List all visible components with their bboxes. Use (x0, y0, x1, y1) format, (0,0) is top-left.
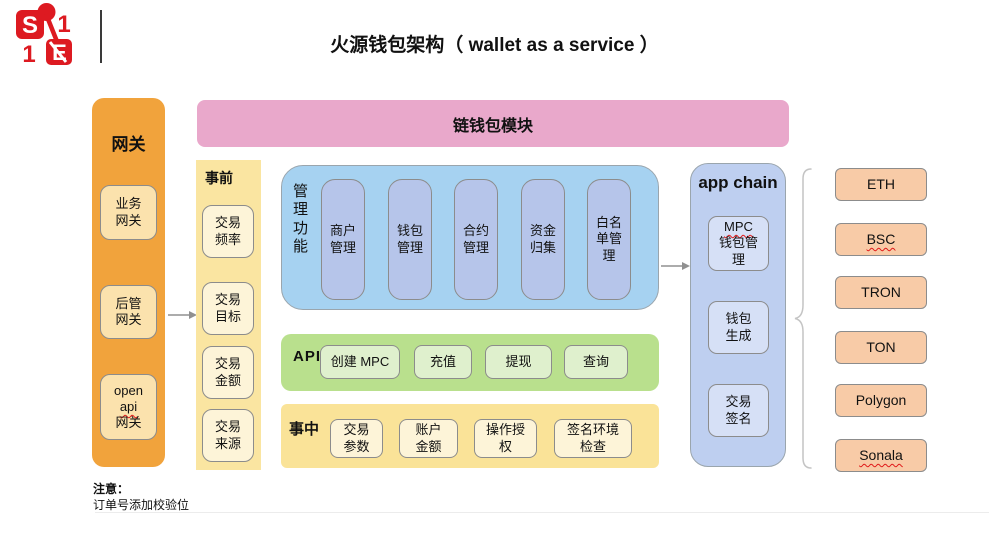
gateway-box-openapi: open api 网关 (100, 374, 157, 440)
management-section: 管 理 功 能 商户 管理 钱包 管理 合约 管理 资金 归集 白名 单管 理 (281, 165, 659, 310)
app-chain-box-mpc-wallet-mgmt: MPC 钱包管 理 (708, 216, 769, 271)
note-heading: 注意： (93, 482, 130, 496)
pre-check-column: 事前 交易 频率 交易 目标 交易 金额 交易 来源 (196, 160, 261, 470)
chain-label: Sonala (859, 446, 903, 463)
app-chain-column: app chain MPC 钱包管 理 钱包 生成 交易 签名 (690, 163, 786, 467)
openapi-word-open: open (114, 382, 143, 398)
openapi-word-api: api (119, 398, 138, 414)
app-chain-title: app chain (698, 173, 778, 192)
note: 注意： 订单号添加校验位 (93, 482, 189, 513)
chain-box-polygon: Polygon (835, 384, 927, 417)
in-process-box-operation-auth: 操作授 权 (474, 419, 537, 458)
chain-wallet-module-bar: 链钱包模块 (197, 100, 789, 147)
management-box-merchant: 商户 管理 (321, 179, 365, 300)
logo-letter-e: E (52, 40, 67, 65)
chain-box-eth: ETH (835, 168, 927, 201)
in-process-box-signing-env-check: 签名环境 检查 (554, 419, 632, 458)
chain-label: Polygon (855, 391, 907, 408)
pre-check-box-amount: 交易 金额 (202, 346, 254, 399)
in-process-title: 事中 (289, 421, 320, 438)
chain-label: ETH (867, 175, 895, 192)
chain-box-bsc: BSC (835, 223, 927, 256)
chain-box-ton: TON (835, 331, 927, 364)
mpc-word: MPC (724, 219, 753, 235)
app-chain-box-tx-signing: 交易 签名 (708, 384, 769, 437)
brace (794, 168, 812, 469)
s11e-logo: S 1 1 E (16, 3, 72, 68)
chain-label: TON (866, 338, 896, 355)
logo-white-slash (48, 41, 68, 63)
api-title: API (293, 348, 322, 365)
management-title: 管 理 功 能 (293, 183, 309, 255)
in-process-box-tx-params: 交易 参数 (330, 419, 383, 458)
api-section: API 创建 MPC 充值 提现 查询 (281, 334, 659, 391)
mpc-wallet-mgmt-rest: 钱包管 理 (718, 235, 758, 267)
pre-check-title: 事前 (205, 170, 233, 186)
logo-square-top (16, 10, 44, 39)
api-box-query: 查询 (564, 345, 628, 379)
note-text: 订单号添加校验位 (93, 497, 190, 512)
pre-check-box-target: 交易 目标 (202, 282, 254, 335)
page-title: 火源钱包架构（ wallet as a service ） (330, 35, 659, 56)
gateway-box-admin: 后管 网关 (100, 285, 157, 339)
arrow-right-icon (168, 311, 197, 319)
api-box-create-mpc: 创建 MPC (320, 345, 400, 379)
bottom-divider (95, 512, 989, 513)
management-box-wallet: 钱包 管理 (388, 179, 432, 300)
chain-box-sonala: Sonala (835, 439, 927, 472)
in-process-section: 事中 交易 参数 账户 金额 操作授 权 签名环境 检查 (281, 404, 659, 468)
logo-dot (37, 3, 56, 21)
gateway-box-business: 业务 网关 (100, 185, 157, 240)
api-box-withdraw: 提现 (485, 345, 552, 379)
chain-box-tron: TRON (835, 276, 927, 309)
in-process-box-account-amount: 账户 金额 (399, 419, 458, 458)
logo-digit-1-bottom: 1 (22, 41, 35, 68)
gateway-title: 网关 (111, 135, 146, 154)
logo-digit-1-top: 1 (57, 11, 70, 38)
api-box-deposit: 充值 (414, 345, 472, 379)
pre-check-box-source: 交易 来源 (202, 409, 254, 462)
management-box-whitelist: 白名 单管 理 (587, 179, 631, 300)
app-chain-box-wallet-generation: 钱包 生成 (708, 301, 769, 354)
chain-label: TRON (861, 283, 901, 300)
logo-letter-s: S (22, 12, 38, 39)
arrow-right-icon (661, 262, 690, 270)
chain-label: BSC (866, 230, 896, 247)
management-box-contract: 合约 管理 (454, 179, 498, 300)
management-box-fund-collection: 资金 归集 (521, 179, 565, 300)
logo-divider (100, 10, 102, 63)
gateway-column: 网关 业务 网关 后管 网关 open api 网关 (92, 98, 165, 467)
openapi-word-gateway: 网关 (115, 415, 142, 431)
pre-check-box-frequency: 交易 频率 (202, 205, 254, 258)
